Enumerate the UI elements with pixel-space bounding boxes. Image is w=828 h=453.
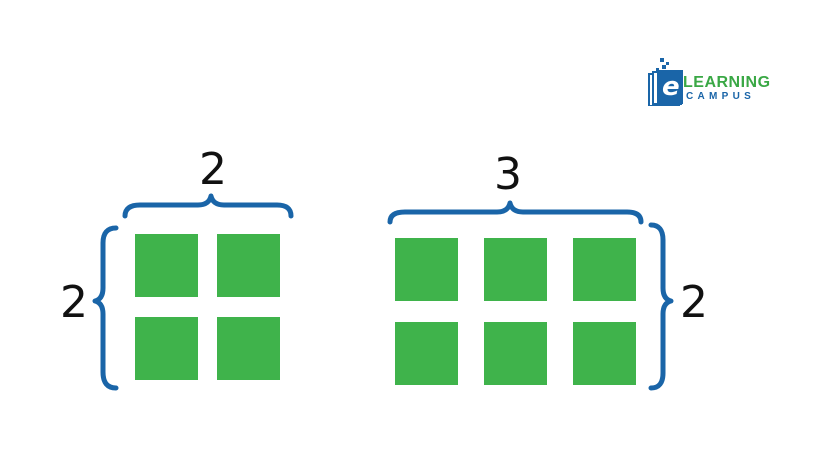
left-square-r1-c2 <box>217 234 280 297</box>
logo-mark-icon <box>648 58 683 106</box>
right-square-r1-c1 <box>395 238 458 301</box>
right-side-brace <box>648 222 674 391</box>
logo-text-learning: LEARNING <box>683 74 771 91</box>
left-side-brace <box>92 225 119 391</box>
right-array-2x3 <box>395 238 636 385</box>
right-square-r1-c2 <box>484 238 547 301</box>
right-square-r2-c3 <box>573 322 636 385</box>
left-array-2x2 <box>135 234 280 380</box>
right-square-r2-c1 <box>395 322 458 385</box>
right-side-count-label: 2 <box>680 277 708 328</box>
right-square-r2-c2 <box>484 322 547 385</box>
right-top-brace <box>387 200 644 225</box>
logo-text-campus: CAMPUS <box>686 91 756 102</box>
right-square-r1-c3 <box>573 238 636 301</box>
left-top-brace <box>122 193 294 219</box>
left-side-count-label: 2 <box>60 277 88 328</box>
left-square-r2-c2 <box>217 317 280 380</box>
left-top-count-label: 2 <box>199 144 227 195</box>
logo-letter-e: e <box>662 72 680 102</box>
left-square-r1-c1 <box>135 234 198 297</box>
left-square-r2-c1 <box>135 317 198 380</box>
right-top-count-label: 3 <box>494 149 522 200</box>
